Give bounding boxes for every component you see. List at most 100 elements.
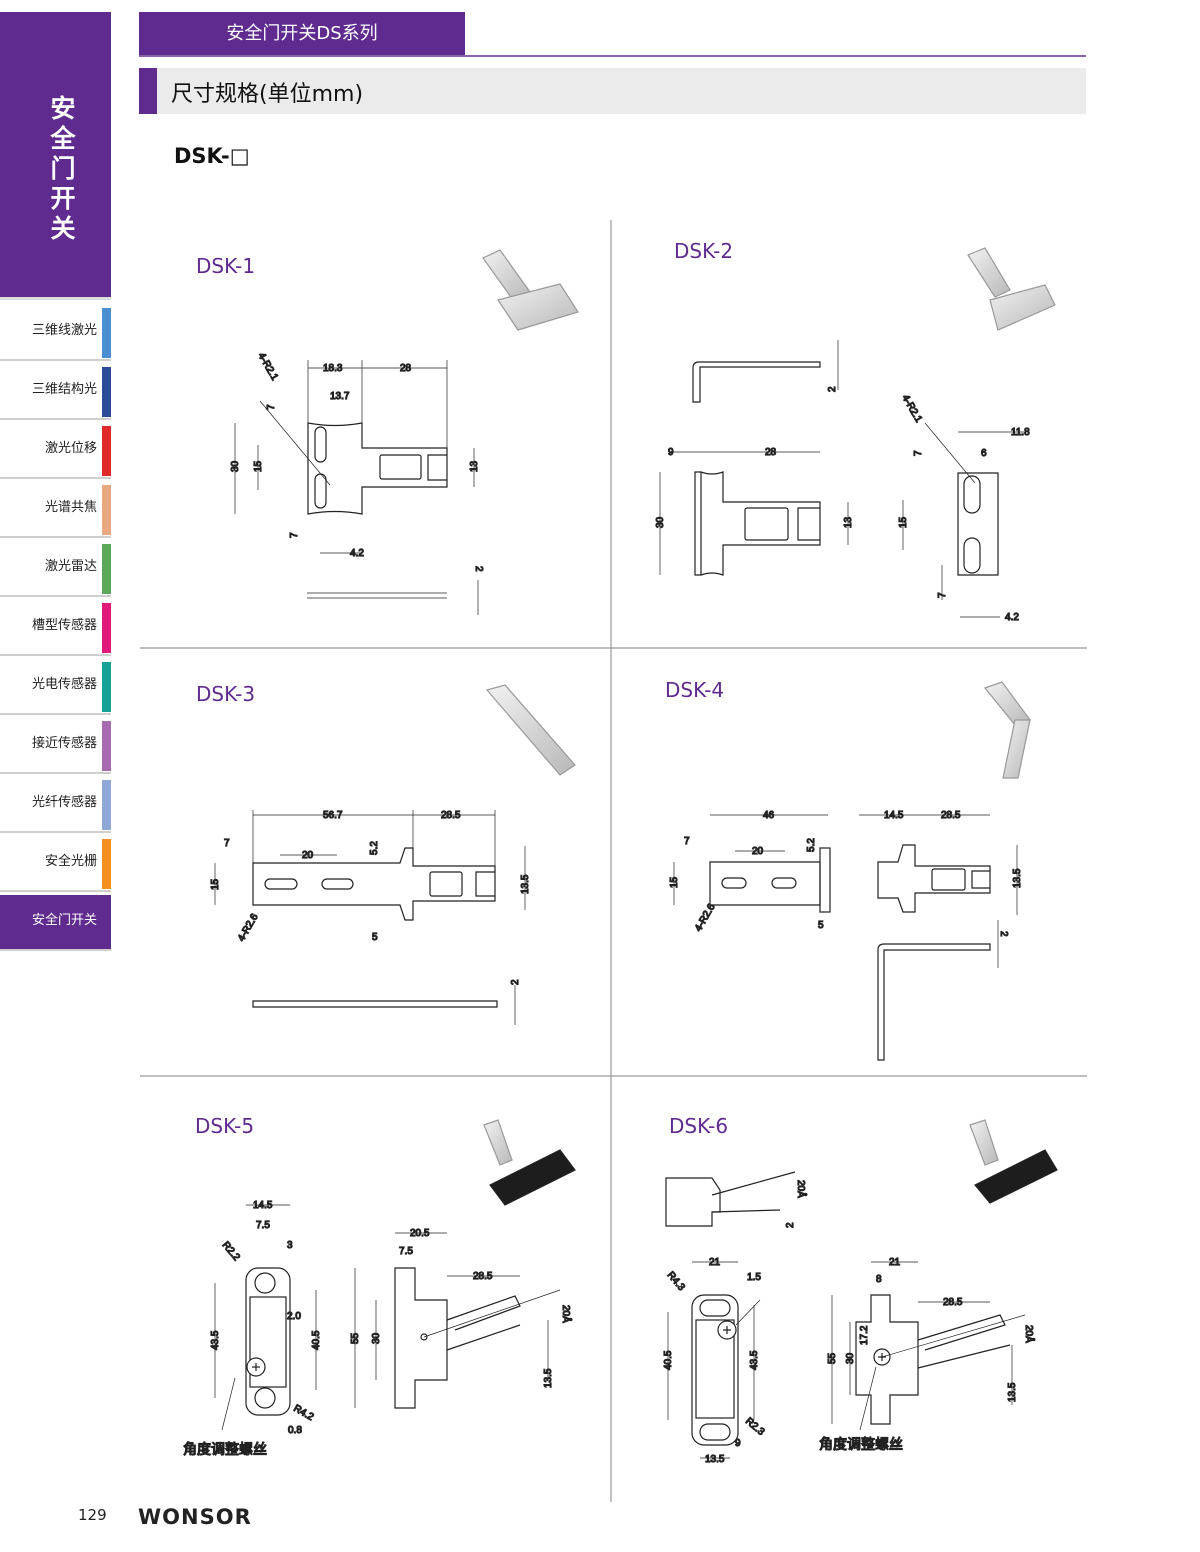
sidebar-item[interactable]: 安全光栅 [0,836,111,892]
dim-label: 1.5 [747,1272,761,1283]
dim-label: 2 [998,931,1009,937]
adjust-screw-label: 角度调整螺丝 [183,1441,267,1457]
product-photo-dsk5 [483,1119,576,1206]
dim-label: R4.3 [665,1270,687,1294]
product-photo-dsk1 [482,249,579,331]
dim-label: 7 [289,532,300,538]
dim-label: 13.5 [1012,868,1023,888]
dim-label: 13.5 [520,874,531,894]
dim-label: 2 [473,566,484,572]
section-header: 尺寸规格(单位mm) [139,68,1086,114]
sidebar-title: 安全门开关 [50,94,76,243]
dim-label: 5 [372,932,378,943]
sidebar-item-label: 接近传感器 [31,736,97,751]
sidebar-item-label: 激光雷达 [44,559,97,574]
category-color-bar [102,308,111,358]
sidebar-item-label: 三维结构光 [31,382,97,397]
sidebar-item[interactable]: 激光雷达 [0,541,111,597]
dim-label: 30 [230,460,241,472]
dim-label: 20Å [560,1305,573,1323]
dim-label: 28 [400,363,412,374]
dim-label: 55 [827,1352,838,1364]
category-color-bar [102,426,111,476]
dim-label: R2.3 [743,1416,767,1438]
dim-label: 28.5 [441,810,461,821]
adjust-screw-label: 角度调整螺丝 [819,1436,903,1452]
dim-label: 20Å [1023,1325,1036,1343]
dim-label: 20Å [795,1180,808,1198]
dim-label: 2 [785,1222,796,1228]
sidebar-item[interactable]: 三维线激光 [0,305,111,361]
product-photo-dsk3 [485,684,576,776]
product-photo-dsk2 [967,247,1056,331]
category-color-bar [102,780,111,830]
dim-label: 4-R2.1 [255,351,280,383]
sidebar-item[interactable]: 槽型传感器 [0,600,111,656]
category-color-bar [102,839,111,889]
dim-label: 13.5 [705,1454,725,1465]
panel-title-dsk2: DSK-2 [674,239,734,263]
sidebar-item[interactable]: 光纤传感器 [0,777,111,833]
category-color-bar [102,544,111,594]
dim-label: 7 [913,450,924,456]
drawing-dsk1 [234,360,479,615]
dim-label: 14.5 [253,1200,273,1211]
dim-label: 17.2 [859,1325,870,1345]
sidebar-item[interactable]: 安全门开关 [0,895,111,951]
dim-label: 20 [752,846,764,857]
sidebar-item[interactable]: 激光位移 [0,423,111,479]
model-code: DSK-□ [174,144,250,168]
dim-label: 21 [709,1257,721,1268]
sidebar-item[interactable]: 三维结构光 [0,364,111,420]
dim-label: 43.5 [210,1330,221,1350]
drawing-dsk2 [659,340,1024,618]
category-color-bar [102,367,111,417]
category-color-bar [102,603,111,653]
dim-label: 9 [668,447,674,458]
panel-title-dsk1: DSK-1 [196,254,256,278]
dim-label: 2.0 [287,1311,301,1322]
panel-title-dsk6: DSK-6 [669,1114,729,1138]
dim-label: 9 [735,1438,741,1449]
dim-label: 15 [898,516,909,528]
category-color-bar [102,662,111,712]
dim-label: 28 [765,447,777,458]
dim-label: 5.2 [806,838,817,852]
drawing-dsk4 [673,814,1018,1061]
dim-label: 7.5 [399,1246,413,1257]
header-divider [139,55,1086,57]
dim-label: 55 [350,1332,361,1344]
grid-lines [140,220,1087,1502]
dim-label: 28.5 [473,1271,493,1282]
dim-label: 15 [253,460,264,472]
dim-label: 7 [937,592,948,598]
product-photo-dsk6 [969,1119,1058,1204]
sidebar-item-label: 安全门开关 [31,913,97,928]
sidebar-item-label: 激光位移 [44,441,97,456]
sidebar-item[interactable]: 光电传感器 [0,659,111,715]
sidebar-item-label: 光纤传感器 [31,795,97,810]
panel-title-dsk4: DSK-4 [665,678,725,702]
dim-label: 4-R2.1 [899,393,924,425]
dim-label: 4-R2.6 [693,902,718,934]
dim-label: 28.5 [943,1297,963,1308]
dim-label: 13 [843,516,854,528]
dim-label: 4.2 [1005,612,1019,623]
section-title: 尺寸规格(单位mm) [171,82,364,107]
dim-label: 4.2 [350,548,364,559]
dim-label: 20 [302,850,314,861]
series-tab: 安全门开关DS系列 [139,12,465,55]
panel-title-dsk3: DSK-3 [196,682,256,706]
dim-label: 5 [818,920,824,931]
dim-label: 15 [210,878,221,890]
dim-label: 46 [763,810,775,821]
dim-label: 8 [876,1274,882,1285]
dim-label: 4-R2.6 [236,912,261,944]
sidebar-item-label: 光电传感器 [31,677,97,692]
sidebar-item[interactable]: 光谱共焦 [0,482,111,538]
page-number: 129 [78,1506,107,1524]
dim-label: 0.8 [288,1425,302,1436]
sidebar-item[interactable]: 接近传感器 [0,718,111,774]
dim-label: R2.2 [220,1240,242,1264]
